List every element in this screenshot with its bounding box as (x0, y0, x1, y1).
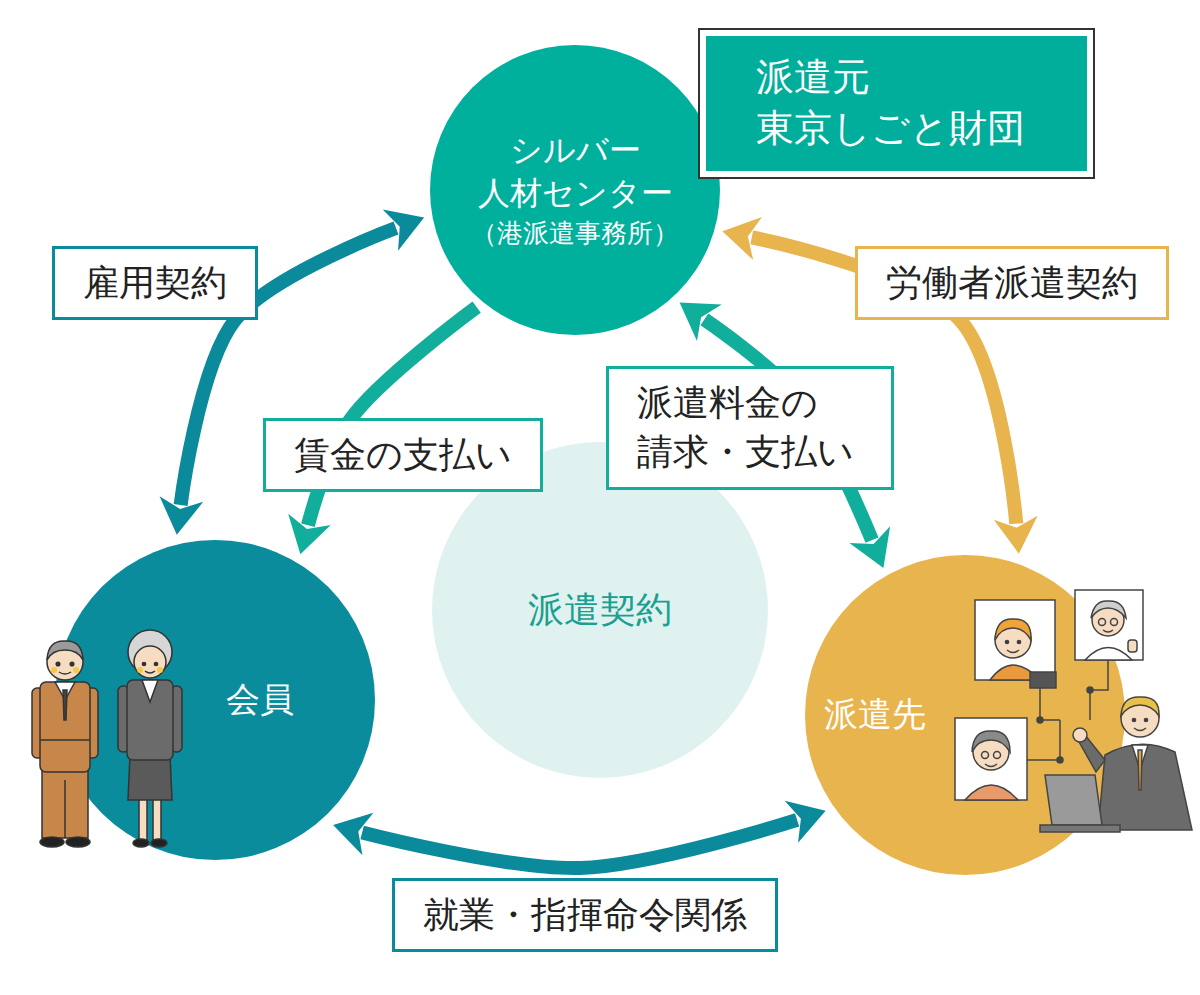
node-text: シルバー 人材センター (474, 129, 676, 215)
source-box: 派遣元 東京しごと財団 (700, 30, 1093, 177)
member-circle: 会員 (55, 540, 375, 860)
edge-label: 労働者派遣契約 (886, 259, 1138, 308)
edge-label: 派遣料金の 請求・支払い (637, 379, 864, 476)
node-text: 派遣契約 (528, 586, 672, 635)
center-circle: シルバー 人材センター（港派遣事務所） (430, 45, 720, 335)
edge-label-box: 雇用契約 (52, 246, 258, 321)
circle-fill (432, 442, 768, 778)
circle-shape (55, 540, 375, 860)
client-circle: 派遣先 (805, 555, 1125, 875)
edge-label: 就業・指揮命令関係 (423, 891, 747, 940)
edge-label-box: 派遣料金の 請求・支払い (606, 366, 895, 489)
edge-label: 雇用契約 (83, 259, 227, 308)
circle-fill (55, 540, 375, 860)
node-text: 派遣元 東京しごと財団 (756, 52, 1037, 155)
node-text: （港派遣事務所） (471, 216, 679, 251)
circle-fill (430, 45, 720, 335)
edge-label-box: 労働者派遣契約 (855, 246, 1169, 321)
connector-arrow (308, 307, 477, 525)
contract-circle: 派遣契約 (432, 442, 768, 778)
node-text: 会員 (226, 677, 294, 723)
edge-label-box: 就業・指揮命令関係 (392, 878, 778, 953)
connector-arrow (362, 820, 797, 868)
edge-label: 賃金の支払い (294, 431, 512, 480)
node-text: 派遣先 (824, 692, 926, 738)
circle-fill (805, 555, 1125, 875)
edge-label-box: 賃金の支払い (263, 418, 543, 493)
